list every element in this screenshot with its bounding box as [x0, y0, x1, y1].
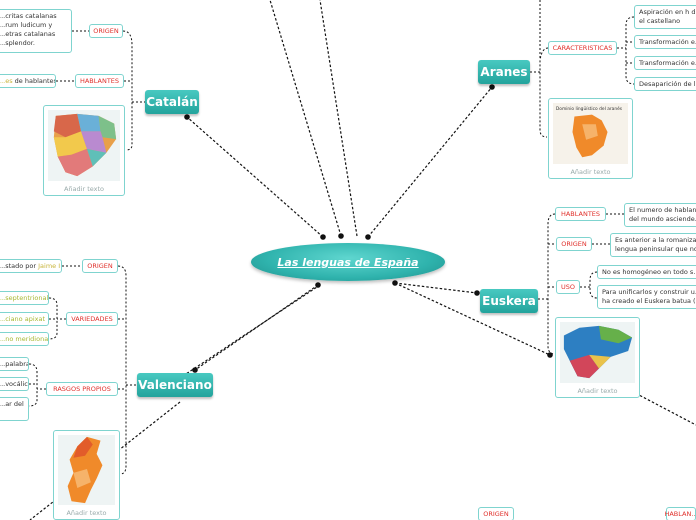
euskera-map-caption: Añadir texto: [577, 387, 618, 395]
valenciano-variedad-2[interactable]: ...ciano apixat: [0, 312, 49, 326]
valenciano-rasgo-1-text: ...palabra: [0, 360, 29, 368]
valenciano-rasgo-3-text: ...ar del: [0, 400, 24, 408]
euskera-map-image: [560, 322, 635, 383]
bottom-origen-tag[interactable]: ORIGEN: [478, 507, 514, 520]
valenciano-variedad-3-text: ...no meridional: [0, 335, 49, 343]
aranes-item-1-text: Aspiración en h d... el castellano: [639, 8, 696, 25]
euskera-hablantes-line-1: El numero de hablan...: [629, 206, 696, 214]
bottom-origen-tag-label: ORIGEN: [483, 510, 509, 518]
aranes-item-4[interactable]: Desaparición de l...: [634, 77, 696, 91]
valenciano-origen-rest: ...stado por: [0, 262, 39, 270]
aranes-map-caption: Añadir texto: [570, 168, 611, 176]
catalan-origen-text[interactable]: ...critas catalanas ...rum ludicum y ...…: [0, 9, 72, 53]
topic-catalan-label: Catalán: [146, 95, 198, 109]
valenciano-rasgos-tag-label: RASGOS PROPIOS: [53, 385, 111, 393]
valenciano-origen-text[interactable]: ...stado por Jaime I: [0, 259, 62, 273]
aranes-item-2[interactable]: Transformación e...: [634, 35, 696, 49]
valenciano-variedad-2-text: ...ciano apixat: [0, 315, 46, 323]
valenciano-map-image: [58, 435, 115, 505]
catalan-hablantes-rest: de hablantes: [12, 77, 56, 85]
euskera-origen-text[interactable]: Es anterior a la romaniza... lengua peni…: [610, 233, 696, 257]
aranes-caracteristicas-tag-label: CARACTERISTICAS: [552, 44, 613, 52]
bottom-hablantes-tag-label: HABLAN...: [664, 510, 696, 518]
euskera-uso-item-2[interactable]: Para unificarlos y construir u... ha cre…: [597, 285, 696, 309]
aranes-map[interactable]: Dominio lingüístico del aranés Añadir te…: [548, 98, 633, 179]
topic-aranes-label: Aranes: [480, 65, 528, 79]
aranes-map-image: Dominio lingüístico del aranés: [553, 103, 628, 164]
central-topic[interactable]: Las lenguas de España: [251, 243, 445, 281]
valenciano-rasgos-tag[interactable]: RASGOS PROPIOS: [46, 382, 118, 396]
aranes-item-4-text: Desaparición de l...: [639, 80, 696, 88]
euskera-uso-item-2-line-2: ha creado el Euskera batua (...: [602, 297, 696, 305]
catalan-origen-tag-label: ORIGEN: [93, 27, 119, 35]
catalan-map-image: [48, 110, 120, 181]
euskera-origen-line-2: lengua peninsular que no...: [615, 245, 696, 253]
central-title: Las lenguas de España: [277, 255, 419, 269]
valenciano-origen-tag[interactable]: ORIGEN: [82, 259, 118, 273]
euskera-uso-item-1[interactable]: No es homogéneo en todo s...: [597, 265, 696, 279]
valenciano-variedad-1-text: ...septentrional: [0, 294, 49, 302]
euskera-hablantes-tag-label: HABLANTES: [560, 210, 601, 218]
catalan-hablantes-tag-label: HABLANTES: [79, 77, 120, 85]
valenciano-variedades-tag-label: VARIEDADES: [71, 315, 113, 323]
valenciano-map-caption: Añadir texto: [66, 509, 107, 517]
aranes-map-title: Dominio lingüístico del aranés: [556, 105, 623, 112]
euskera-origen-line-1: Es anterior a la romaniza...: [615, 236, 696, 244]
bottom-hablantes-tag[interactable]: HABLAN...: [664, 507, 696, 520]
topic-valenciano[interactable]: Valenciano: [137, 373, 213, 397]
valenciano-rasgo-2-text: ...vocálica: [0, 380, 28, 388]
catalan-map[interactable]: Añadir texto: [43, 105, 125, 196]
topic-valenciano-label: Valenciano: [138, 378, 212, 392]
catalan-map-caption: Añadir texto: [63, 185, 105, 193]
euskera-origen-tag[interactable]: ORIGEN: [556, 237, 592, 251]
catalan-hablantes-highlight: ...es: [0, 77, 13, 85]
valenciano-rasgo-1[interactable]: ...palabra: [0, 357, 29, 371]
topic-aranes[interactable]: Aranes: [478, 60, 530, 84]
aranes-item-3[interactable]: Transformación e...: [634, 56, 696, 70]
catalan-origen-line-4: ...splendor.: [0, 39, 35, 47]
catalan-origen-line-1: ...critas catalanas: [0, 12, 57, 20]
catalan-origen-tag[interactable]: ORIGEN: [89, 24, 123, 38]
euskera-hablantes-line-2: del mundo asciende...: [629, 215, 696, 223]
valenciano-rasgo-2[interactable]: ...vocálica: [0, 377, 29, 391]
valenciano-variedad-3[interactable]: ...no meridional: [0, 332, 49, 346]
catalan-origen-line-3: ...etras catalanas: [0, 30, 56, 38]
euskera-map[interactable]: Añadir texto: [555, 317, 640, 398]
catalan-hablantes-text[interactable]: ...es de hablantes: [0, 74, 56, 88]
topic-euskera[interactable]: Euskera: [480, 289, 538, 313]
euskera-uso-item-1-text: No es homogéneo en todo s...: [602, 268, 696, 276]
euskera-hablantes-text[interactable]: El numero de hablan... del mundo asciend…: [624, 203, 696, 227]
euskera-origen-tag-label: ORIGEN: [561, 240, 587, 248]
valenciano-variedades-tag[interactable]: VARIEDADES: [66, 312, 118, 326]
catalan-origen-line-2: ...rum ludicum y: [0, 21, 53, 29]
aranes-item-1[interactable]: Aspiración en h d... el castellano: [634, 5, 696, 29]
topic-catalan[interactable]: Catalán: [145, 90, 199, 114]
aranes-caracteristicas-tag[interactable]: CARACTERISTICAS: [548, 41, 617, 55]
valenciano-variedad-1[interactable]: ...septentrional: [0, 291, 49, 305]
valenciano-origen-highlight: Jaime I: [38, 262, 61, 270]
valenciano-rasgo-3[interactable]: ...ar del: [0, 397, 29, 421]
euskera-uso-tag-label: USO: [561, 283, 575, 291]
euskera-hablantes-tag[interactable]: HABLANTES: [555, 207, 606, 221]
valenciano-map[interactable]: Añadir texto: [53, 430, 120, 520]
euskera-uso-tag[interactable]: USO: [556, 280, 580, 294]
aranes-item-3-text: Transformación e...: [639, 59, 696, 67]
valenciano-origen-tag-label: ORIGEN: [87, 262, 113, 270]
aranes-item-2-text: Transformación e...: [639, 38, 696, 46]
catalan-hablantes-tag[interactable]: HABLANTES: [75, 74, 124, 88]
topic-euskera-label: Euskera: [482, 294, 536, 308]
euskera-uso-item-2-line-1: Para unificarlos y construir u...: [602, 288, 696, 296]
